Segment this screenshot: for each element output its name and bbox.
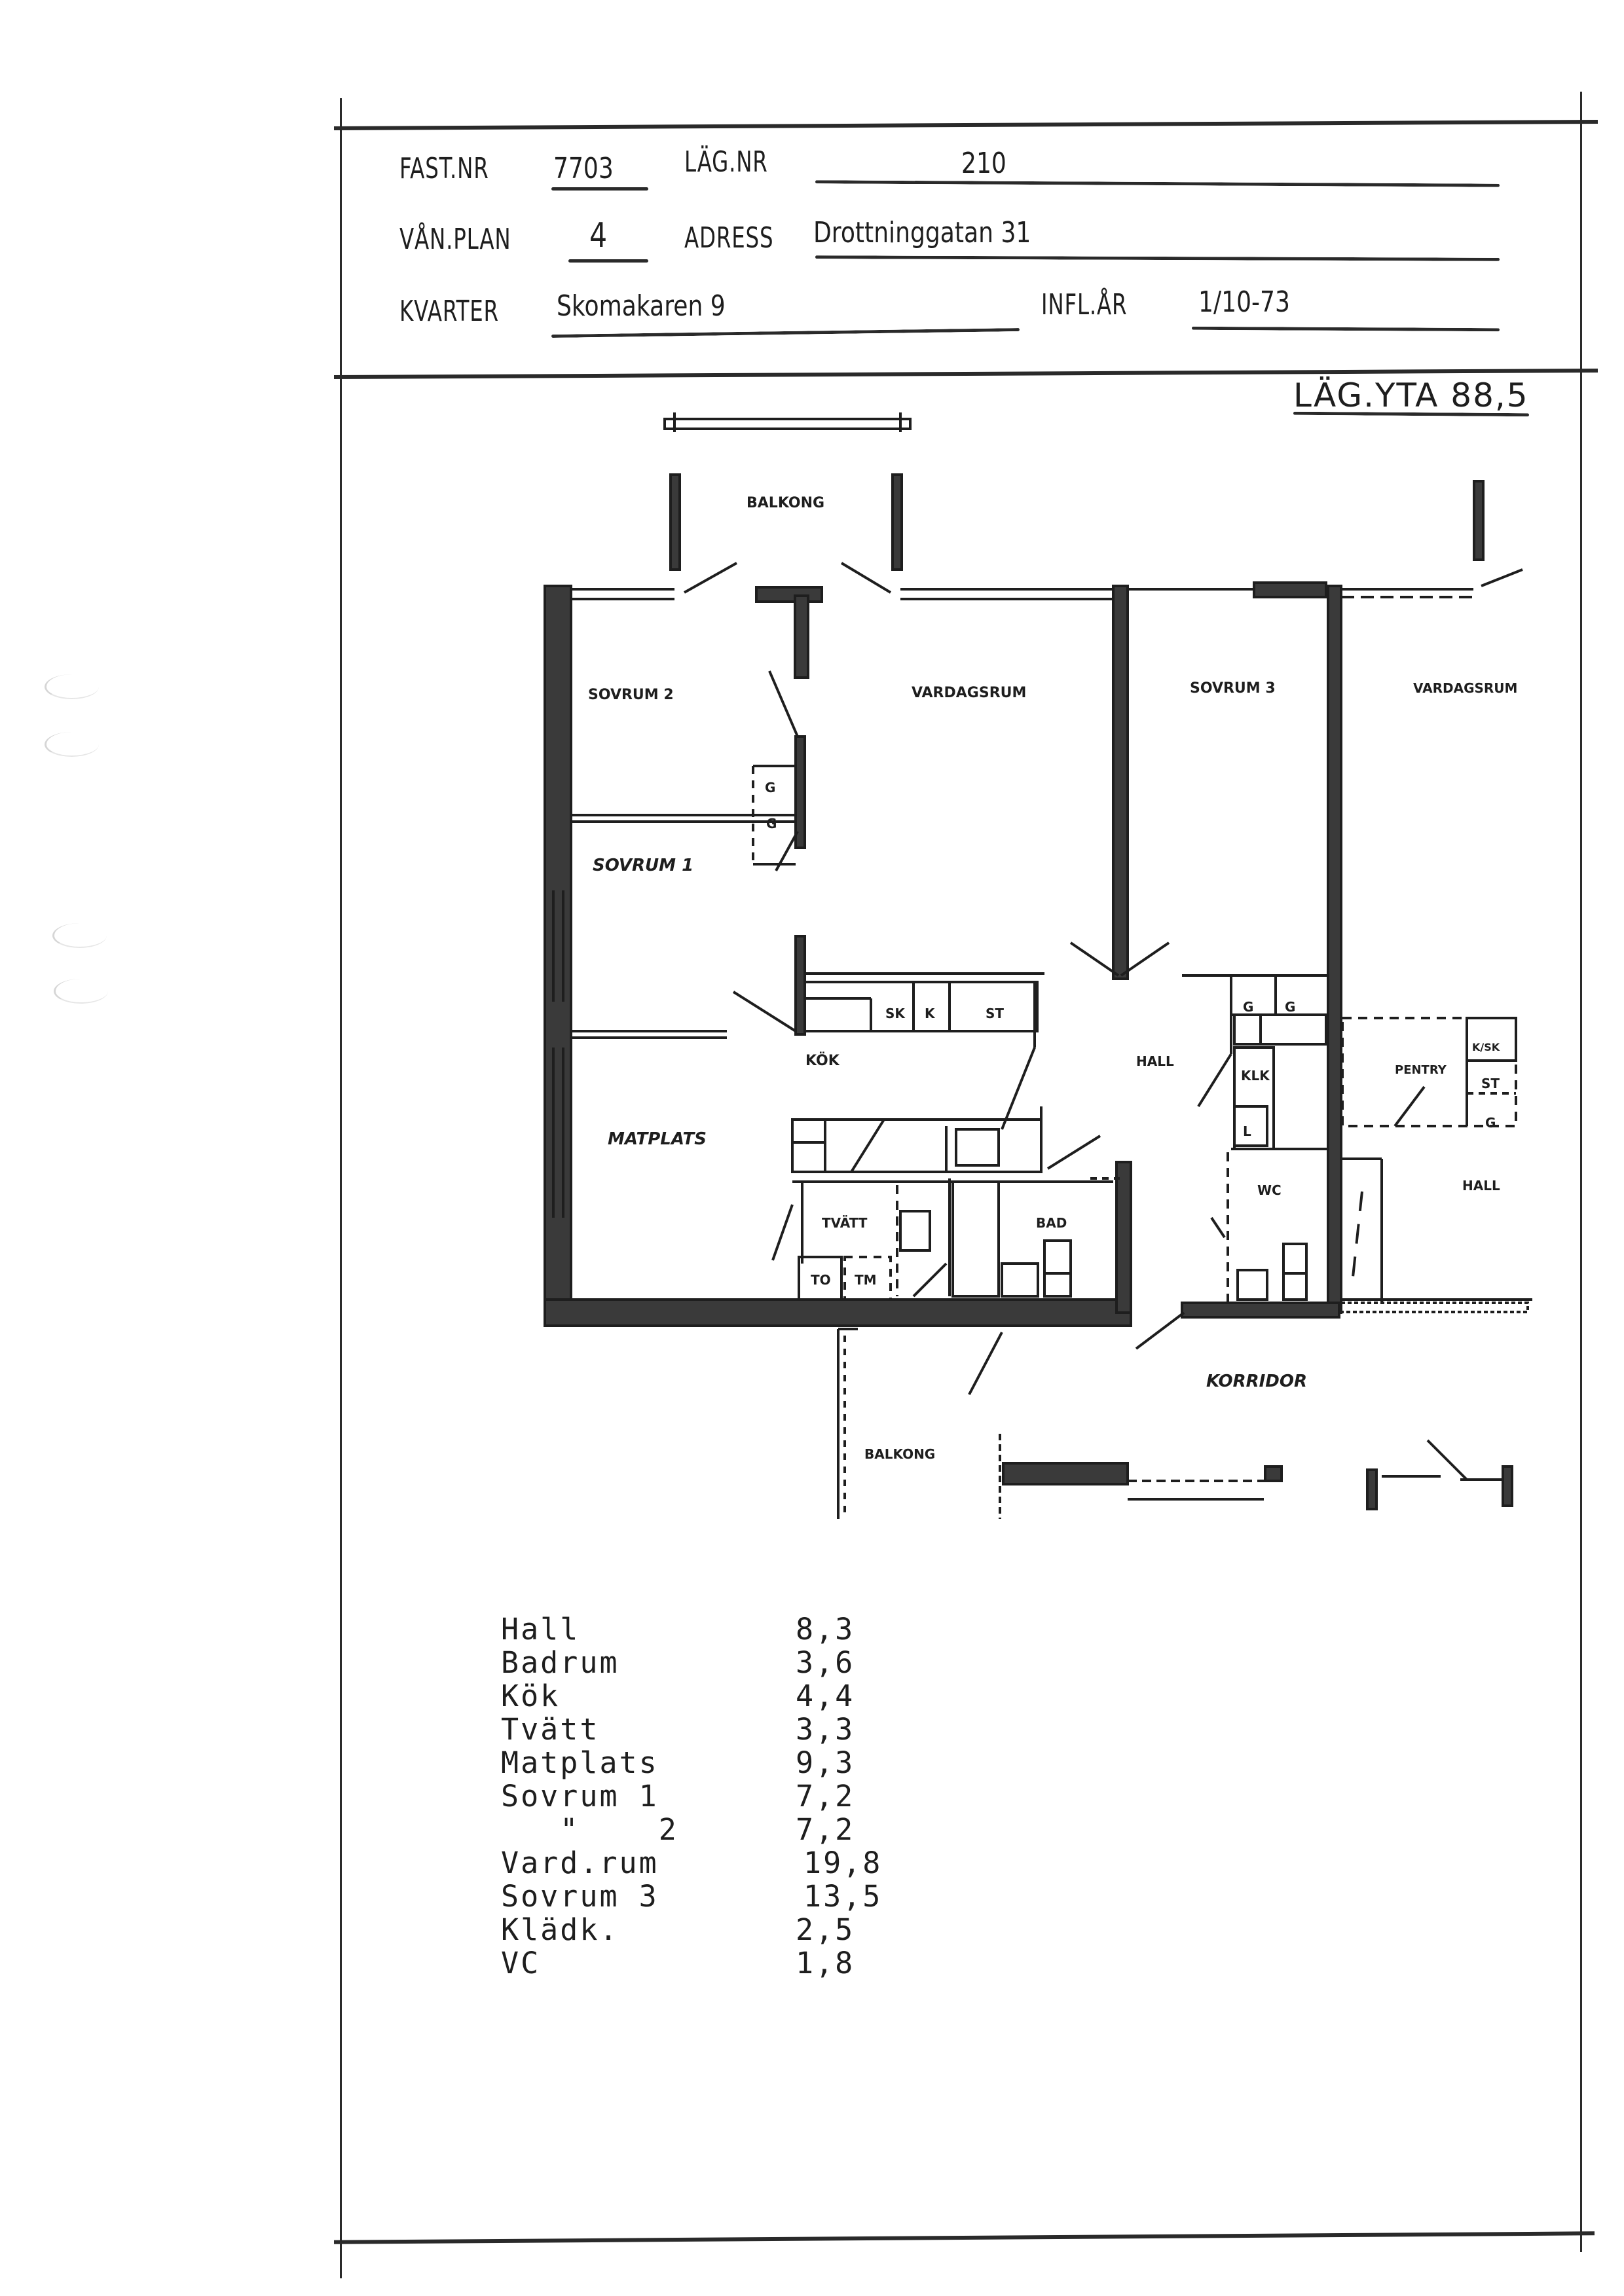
room-label-wc: WC: [1257, 1182, 1282, 1198]
area-room: Vard.rum: [501, 1846, 659, 1880]
room-label-vardagsrum: VARDAGSRUM: [912, 685, 1026, 701]
punch-hole: [54, 979, 108, 1004]
wall: [544, 585, 572, 1327]
room-label-hall: HALL: [1136, 1053, 1174, 1069]
area-room: VC: [501, 1946, 541, 1980]
wall: [1473, 480, 1485, 561]
room-label-tvatt: TVÄTT: [822, 1215, 868, 1231]
area-value: 7,2: [796, 1812, 855, 1847]
wall: [1253, 581, 1327, 598]
area-value: 13,5: [803, 1879, 883, 1914]
punch-hole: [52, 923, 107, 948]
fixture-klk-l: L: [1243, 1123, 1251, 1139]
infl-ar-value: 1/10-73: [1198, 285, 1290, 319]
area-room: Klädk.: [501, 1912, 619, 1947]
fixture-g-lower: G: [766, 816, 777, 831]
fixture-k: K: [925, 1006, 936, 1021]
area-room: Matplats: [501, 1745, 659, 1780]
van-plan-label: VÅN.PLAN: [399, 223, 511, 256]
fixture-tm: TM: [855, 1272, 877, 1288]
kvarter-label: KVARTER: [399, 295, 499, 328]
wall: [794, 935, 806, 1036]
lag-nr-label: LÄG.NR: [684, 145, 768, 179]
fixture-sk: SK: [885, 1006, 906, 1021]
room-label-klk: KLK: [1241, 1068, 1270, 1084]
fast-nr-value: 7703: [553, 152, 614, 185]
total-area-value: 88,5: [1450, 376, 1529, 414]
punch-hole: [45, 732, 99, 757]
room-label-pentry: PENTRY: [1395, 1063, 1447, 1077]
area-room: Sovrum 3: [501, 1879, 659, 1914]
adress-value: Drottninggatan 31: [813, 216, 1031, 249]
room-label-sovrum3: SOVRUM 3: [1190, 680, 1276, 697]
area-value: 8,3: [796, 1612, 855, 1647]
van-plan-value: 4: [589, 216, 608, 255]
wall: [1112, 585, 1129, 980]
area-value: 9,3: [796, 1745, 855, 1780]
fast-nr-label: FAST.NR: [399, 152, 489, 185]
wall: [1502, 1465, 1513, 1507]
room-label-balkong-top: BALKONG: [747, 495, 824, 511]
wall: [1002, 1462, 1129, 1485]
room-label-hall-neighbor: HALL: [1462, 1178, 1500, 1194]
adress-label: ADRESS: [684, 221, 774, 255]
wall: [794, 735, 806, 849]
fast-nr-underline: [551, 187, 648, 191]
room-label-vardagsrum-neighbor: VARDAGSRUM: [1413, 680, 1517, 696]
area-value: 4,4: [796, 1679, 855, 1713]
fixture-pentry-st: ST: [1481, 1076, 1500, 1091]
area-value: 3,6: [796, 1645, 855, 1680]
wall: [1264, 1465, 1283, 1482]
fixture-to: TO: [811, 1272, 831, 1288]
page-bottom-rule: [334, 2231, 1595, 2244]
room-label-kok: KÖK: [805, 1052, 840, 1069]
room-label-balkong-bottom: BALKONG: [864, 1446, 935, 1462]
infl-ar-label: INFL.ÅR: [1041, 288, 1128, 321]
page-border-right: [1580, 92, 1582, 2252]
total-area-label: LÄG.YTA: [1293, 376, 1439, 414]
fixture-hall-g2: G: [1285, 999, 1295, 1015]
wall: [544, 1298, 1132, 1327]
wall: [1115, 1161, 1132, 1314]
wall: [794, 594, 809, 679]
area-value: 2,5: [796, 1912, 855, 1947]
punch-hole: [45, 674, 99, 699]
room-label-sovrum1: SOVRUM 1: [593, 856, 693, 875]
area-value: 7,2: [796, 1779, 855, 1813]
wall: [1366, 1468, 1378, 1510]
area-room: Tvätt: [501, 1712, 600, 1747]
room-label-sovrum2: SOVRUM 2: [588, 687, 674, 703]
area-room: Badrum: [501, 1645, 619, 1680]
lag-nr-value: 210: [961, 147, 1006, 180]
wall: [1181, 1302, 1340, 1319]
fixture-g-upper: G: [765, 780, 775, 795]
fixture-st: ST: [986, 1006, 1004, 1021]
wall: [1327, 585, 1342, 1314]
room-label-matplats: MATPLATS: [608, 1129, 707, 1149]
room-label-korridor: KORRIDOR: [1206, 1372, 1307, 1391]
area-room: Hall: [501, 1612, 580, 1647]
total-area: LÄG.YTA 88,5: [1293, 376, 1529, 414]
page-border-left: [340, 98, 342, 2278]
wall: [669, 473, 681, 571]
area-room: " 2: [501, 1812, 678, 1847]
area-value: 19,8: [803, 1846, 883, 1880]
area-room: Kök: [501, 1679, 561, 1713]
van-plan-underline: [568, 259, 648, 263]
area-value: 3,3: [796, 1712, 855, 1747]
area-value: 1,8: [796, 1946, 855, 1980]
fixture-pentry-g: G: [1485, 1115, 1496, 1131]
room-label-bad: BAD: [1036, 1215, 1067, 1231]
wall: [891, 473, 903, 571]
wall: [755, 586, 823, 603]
fixture-hall-g1: G: [1243, 999, 1253, 1015]
kvarter-value: Skomakaren 9: [557, 289, 726, 323]
floor-plan: BALKONG SOVRUM 2 VARDAGSRUM SOVRUM 3 VAR…: [544, 412, 1532, 1519]
area-room: Sovrum 1: [501, 1779, 659, 1813]
fixture-pentry-ksk: K/SK: [1472, 1041, 1500, 1053]
